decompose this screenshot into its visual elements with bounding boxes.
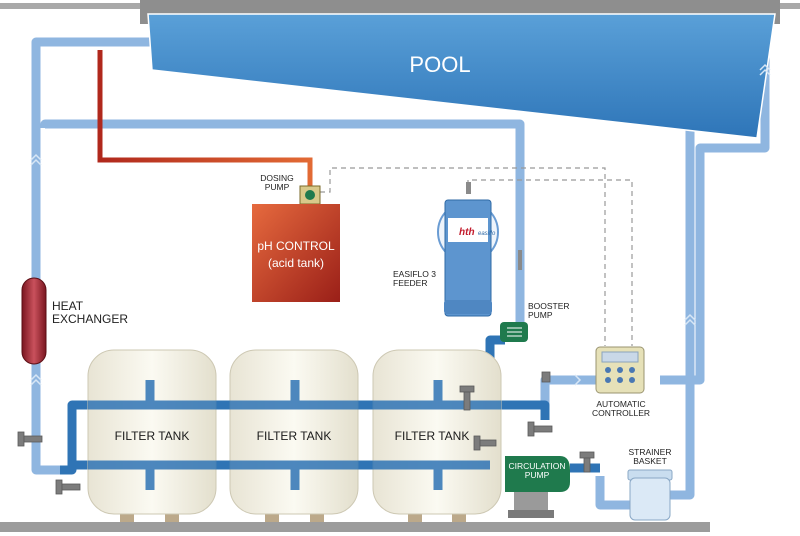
strainer-basket [627, 469, 673, 521]
booster-pump-vents [507, 327, 522, 337]
filter-tank-label-3: FILTER TANK [394, 429, 470, 443]
filter-tank-2 [229, 349, 359, 522]
filter-tank-label-2: FILTER TANK [256, 429, 332, 443]
filter-tank-1 [87, 349, 217, 522]
circulation-pump-label: CIRCULATION PUMP [508, 461, 566, 481]
strainer-label: STRAINER BASKET [628, 447, 672, 467]
feeder-logo: hth [459, 227, 475, 238]
booster-pump-label: BOOSTER PUMP [528, 301, 570, 321]
heat-exchanger-label: HEAT EXCHANGER [52, 299, 129, 327]
feeder-label: EASIFLO 3 FEEDER [393, 269, 436, 289]
controller-label: AUTOMATIC CONTROLLER [591, 399, 651, 419]
pool-label: POOL [409, 52, 470, 77]
flow-arrows [30, 63, 771, 386]
acid-pipe [97, 50, 313, 188]
ph-control-label: pH CONTROL [257, 239, 335, 253]
automatic-controller [595, 346, 645, 394]
dosing-pump-label: DOSING PUMP [260, 173, 294, 193]
pool [147, 13, 776, 139]
manifold-overlay [88, 380, 501, 490]
dosing-pump-head [305, 190, 315, 200]
filter-tank-label-1: FILTER TANK [114, 429, 190, 443]
floor [0, 522, 710, 532]
valves [17, 371, 595, 495]
light-pipes [31, 14, 770, 510]
feeder-logo-2: easiflo [478, 231, 496, 237]
heat-exchanger [21, 277, 47, 365]
easiflo-feeder [437, 182, 499, 317]
ph-control-sublabel: (acid tank) [267, 256, 325, 270]
circulation-pump [505, 456, 570, 518]
ph-control-tank [252, 204, 340, 302]
